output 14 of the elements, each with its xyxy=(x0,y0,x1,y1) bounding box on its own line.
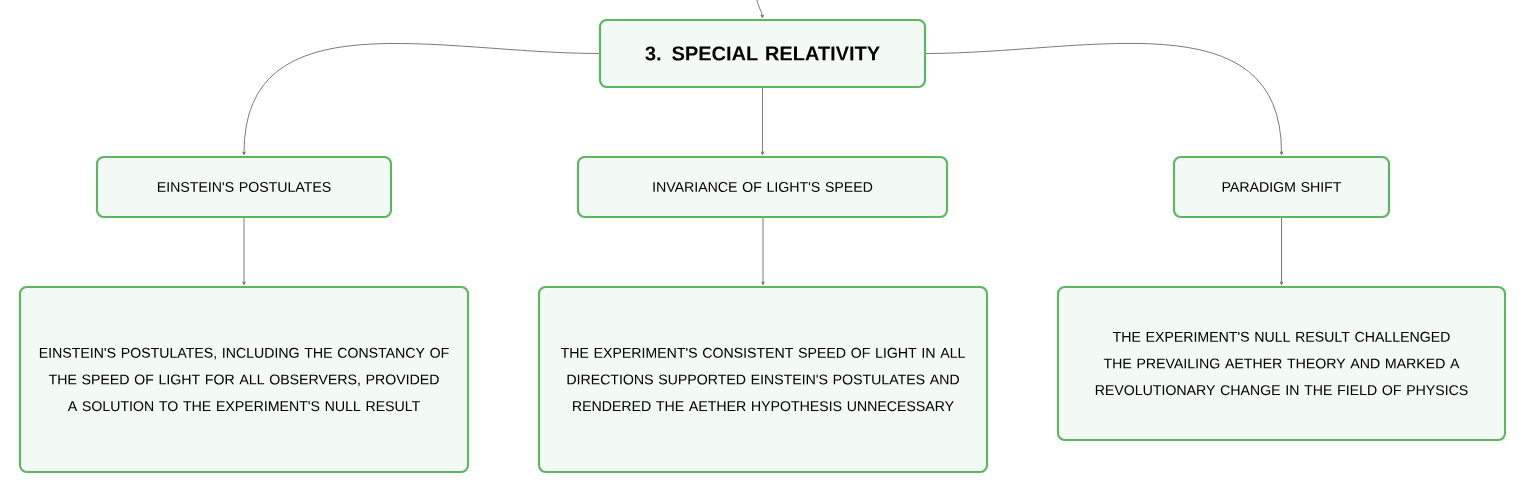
subtopic-box: EINSTEIN'S POSTULATES xyxy=(95,155,393,219)
arrow xyxy=(242,217,246,286)
description-box: EINSTEIN'S POSTULATES, INCLUDING THE CONSTANCY OF THE SPEED OF LIGHT FOR ALL OBSERVERS, PROVIDED A SOLUTION TO THE EXPERIMENT'S NULL RESULT xyxy=(18,285,470,474)
arrow xyxy=(242,43,600,156)
subtopic-box: PARADIGM SHIFT xyxy=(1172,155,1391,219)
description-box: THE EXPERIMENT'S CONSISTENT SPEED OF LIGHT IN ALL DIRECTIONS SUPPORTED EINSTEIN'S POSTULATES AND RENDERED THE AETHER HYPOTHESIS UNNECESSARY xyxy=(537,285,989,474)
description-box: THE EXPERIMENT'S NULL RESULT CHALLENGED THE PREVAILING AETHER THEORY AND MARKED A REVOLUTIONARY CHANGE IN THE FIELD OF PHYSICS xyxy=(1056,285,1507,442)
arrow xyxy=(925,42,1284,156)
arrow xyxy=(756,0,764,19)
arrow xyxy=(760,87,765,156)
subtopic-box: INVARIANCE OF LIGHT'S SPEED xyxy=(576,155,949,219)
topic-box: 3. SPECIAL RELATIVITY xyxy=(598,18,927,89)
arrow xyxy=(761,217,765,286)
arrow xyxy=(1279,217,1284,286)
